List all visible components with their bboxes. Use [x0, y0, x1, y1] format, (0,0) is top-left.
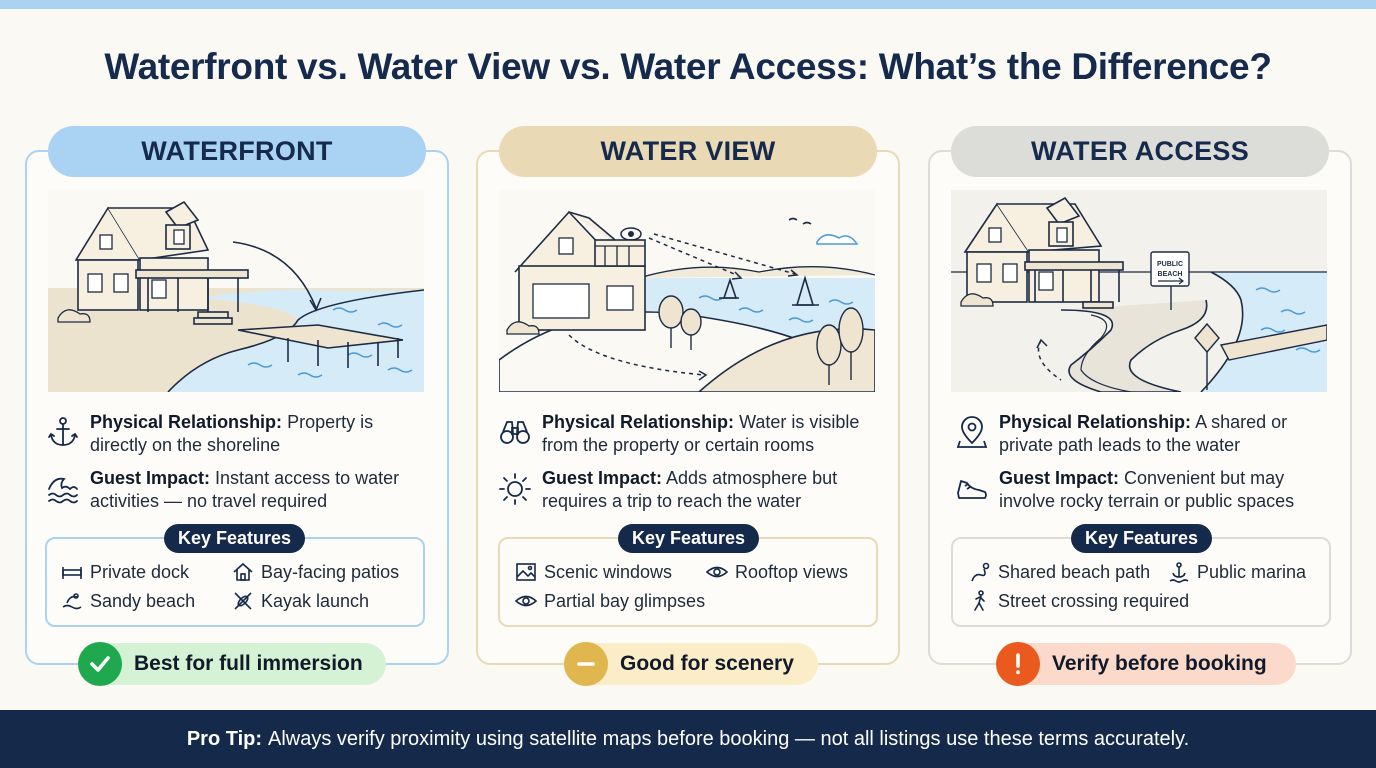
sun-icon: [499, 473, 531, 505]
water-access-verdict-badge: Verify before booking: [996, 642, 1296, 686]
public-beach-sign-line-2: BEACH: [1158, 271, 1183, 278]
water-view-header: WATER VIEW: [499, 126, 877, 177]
eye-icon: [515, 595, 537, 607]
water-view-feature-item: Rooftop views: [706, 561, 848, 583]
waterfront-impact-row: Guest Impact: Instant access to water ac…: [46, 467, 426, 513]
walker-icon: [974, 590, 985, 611]
water-view-impact-row: Guest Impact: Adds atmosphere but requir…: [498, 467, 878, 513]
water-access-feature-item: Public marina: [1168, 561, 1306, 583]
water-view-feature-item: Partial bay glimpses: [515, 590, 705, 612]
eye-icon: [706, 566, 728, 578]
waterfront-feature-item: Kayak launch: [232, 590, 369, 612]
water-view-verdict-badge: Good for scenery: [564, 642, 818, 686]
water-view-scene-illustration: [499, 190, 875, 392]
water-view-impact-text: Guest Impact: Adds atmosphere but requir…: [542, 468, 838, 511]
dock-icon: [62, 567, 82, 579]
water-view-physical-text: Physical Relationship: Water is visible …: [542, 412, 860, 455]
path-icon: [971, 562, 990, 582]
marina-icon: [1169, 562, 1189, 583]
picture-icon: [516, 563, 536, 581]
top-stripe: [0, 0, 1376, 9]
waterfront-feature-item: Sandy beach: [61, 590, 195, 612]
check-icon: [78, 642, 122, 686]
waterfront-physical-text: Physical Relationship: Property is direc…: [90, 412, 374, 455]
location-pin-icon: [956, 416, 988, 448]
pro-tip-label: Pro Tip:: [186, 727, 263, 750]
beach-icon: [62, 593, 82, 610]
page-title: Waterfront vs. Water View vs. Water Acce…: [104, 46, 1272, 87]
water-access-features-label: Key Features: [1071, 524, 1213, 553]
water-access-physical-text: Physical Relationship: A shared or priva…: [999, 412, 1288, 455]
waterfront-scene-illustration: [48, 190, 424, 392]
waterfront-verdict-badge: Best for full immersion: [78, 642, 386, 686]
waterfront-feature-item: Private dock: [61, 561, 189, 583]
pro-tip-text: Always verify proximity using satellite …: [268, 727, 1190, 750]
water-view-features-label: Key Features: [618, 524, 760, 553]
water-access-verdict-text: Verify before booking: [1052, 652, 1267, 675]
pro-tip-footer: Pro Tip: Always verify proximity using s…: [0, 710, 1376, 768]
water-view-verdict-text: Good for scenery: [620, 652, 794, 675]
waterfront-verdict-text: Best for full immersion: [134, 652, 363, 675]
water-access-impact-text: Guest Impact: Convenient but may involve…: [999, 468, 1295, 511]
waterfront-feature-item: Bay-facing patios: [232, 561, 399, 583]
water-access-physical-row: Physical Relationship: A shared or priva…: [955, 411, 1330, 457]
waterfront-impact-text: Guest Impact: Instant access to water ac…: [90, 468, 400, 511]
wave-icon: [48, 477, 78, 504]
water-view-feature-item: Scenic windows: [515, 561, 672, 583]
water-access-feature-item: Shared beach path: [969, 561, 1150, 583]
minus-icon: [564, 642, 608, 686]
water-access-impact-row: Guest Impact: Convenient but may involve…: [955, 467, 1330, 513]
water-access-header: WATER ACCESS: [951, 126, 1329, 177]
water-view-physical-row: Physical Relationship: Water is visible …: [498, 411, 878, 457]
shoe-icon: [957, 480, 987, 499]
home-icon: [233, 562, 253, 581]
exclamation-icon: [996, 642, 1040, 686]
waterfront-physical-row: Physical Relationship: Property is direc…: [46, 411, 426, 457]
waterfront-features-label: Key Features: [164, 524, 306, 553]
kayak-icon: [234, 592, 252, 610]
anchor-icon: [48, 417, 78, 446]
water-access-feature-item: Street crossing required: [969, 590, 1189, 612]
public-beach-sign-line-1: PUBLIC: [1157, 261, 1183, 268]
waterfront-header: WATERFRONT: [48, 126, 426, 177]
water-access-scene-illustration: PUBLIC BEACH: [951, 190, 1327, 392]
binoculars-icon: [500, 421, 530, 444]
